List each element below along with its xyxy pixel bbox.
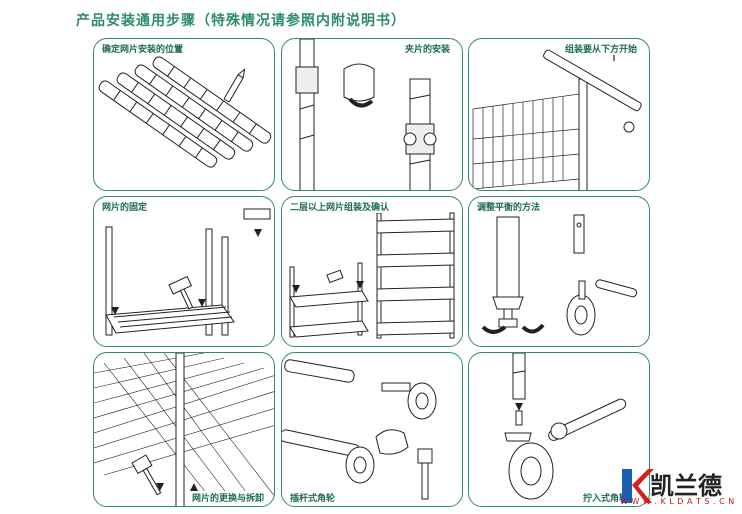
panel-label: 夹片的安装 <box>402 42 452 55</box>
brand-url: W W W . K L D A T S . C N <box>620 497 735 506</box>
illustration-multi-tier-shelves <box>289 212 455 339</box>
illustration-mesh-replacement <box>94 353 274 506</box>
logo-k-arm-icon <box>632 469 654 503</box>
illustration-mesh-fixing <box>105 208 271 336</box>
brand-name: 凯兰德 <box>650 472 722 500</box>
panel-label: 插杆式角轮 <box>288 491 338 504</box>
illustration-clip-install <box>295 39 437 190</box>
panel-label: 调整平衡的方法 <box>475 200 543 213</box>
brand-logo <box>622 469 654 503</box>
panel-label: 二层以上网片组装及确认 <box>288 200 392 213</box>
illustration-stem-caster <box>282 359 437 500</box>
panel-leveling: 调整平衡的方法 <box>468 196 650 347</box>
panel-start-bottom: 组装要从下方开始 <box>468 38 650 191</box>
panel-label: 确定网片安装的位置 <box>100 42 186 55</box>
panel-screw-caster: 拧入式角轮 <box>468 352 650 507</box>
panel-mesh-position: 确定网片安装的位置 <box>93 38 275 191</box>
panel-label: 组装要从下方开始 <box>562 42 639 55</box>
page-title: 产品安装通用步骤（特殊情况请参照内附说明书） <box>76 13 406 29</box>
panel-stem-caster: 插杆式角轮 <box>281 352 463 507</box>
panel-label: 网片的更换与拆卸 <box>189 491 266 504</box>
illustration-assemble-bottom <box>472 47 642 190</box>
illustration-leveling-feet <box>481 214 638 336</box>
illustration-poles-with-clips <box>98 56 272 168</box>
illustration-screw-caster <box>504 353 627 500</box>
panel-label: 网片的固定 <box>100 200 150 213</box>
panel-multi-tier: 二层以上网片组装及确认 <box>281 196 463 347</box>
panel-clip-installation: 夹片的安装 <box>281 38 463 191</box>
panel-label: 拧入式角轮 <box>581 491 631 504</box>
panel-mesh-replacement: 网片的更换与拆卸 <box>93 352 275 507</box>
panel-mesh-fixing: 网片的固定 <box>93 196 275 347</box>
logo-k-stem-icon <box>622 469 632 503</box>
